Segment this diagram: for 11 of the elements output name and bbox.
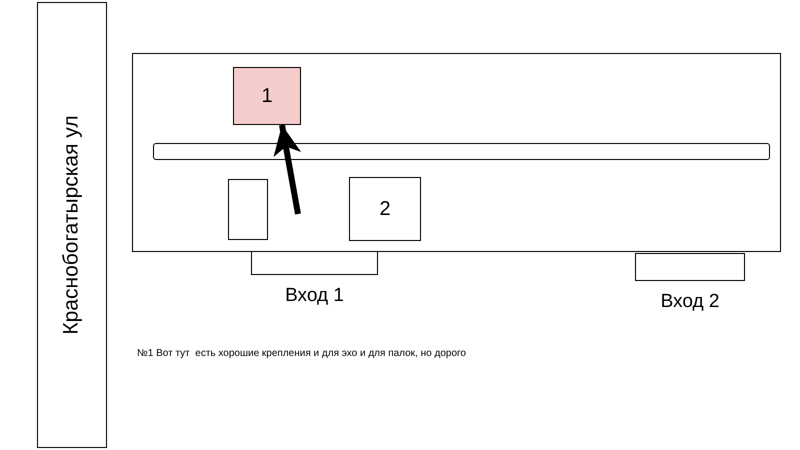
entrance-label: Вход 2: [660, 291, 720, 313]
street-band: [37, 2, 107, 448]
outline-box: [228, 179, 268, 240]
street-name: Краснобогатырская ул: [60, 115, 84, 335]
room-box: 2: [349, 177, 421, 241]
corridor-bar: [153, 143, 770, 160]
entrance-label: Вход 1: [284, 285, 345, 307]
note-text: №1 Вот тут есть хорошие крепления и для эхо и для палок, но дорого: [137, 348, 466, 359]
room-box: 1: [233, 67, 301, 125]
outline-box: [132, 53, 781, 252]
arrow: [274, 124, 302, 215]
